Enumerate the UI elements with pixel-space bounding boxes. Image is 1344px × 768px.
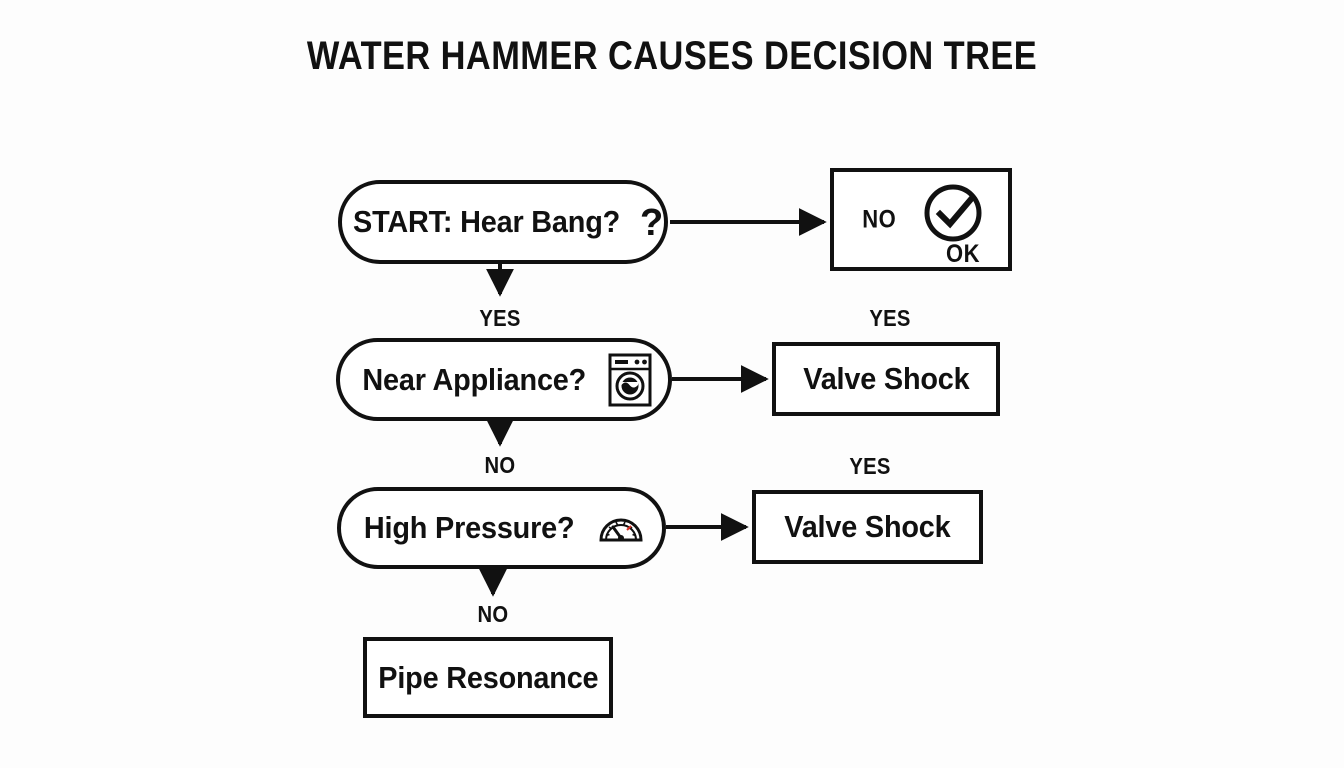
node-pipe-resonance[interactable]: Pipe Resonance (363, 637, 613, 718)
gauge-icon (595, 502, 647, 554)
node-start-hear-bang[interactable]: START: Hear Bang? ? (338, 180, 668, 264)
node-near-appliance[interactable]: Near Appliance? (336, 338, 672, 421)
washing-machine-icon (606, 352, 654, 408)
edge-label-start-yes: YES (479, 305, 521, 331)
edge-label-appliance-no: NO (484, 452, 516, 478)
question-mark-icon: ? (639, 202, 664, 244)
edge-label-pressure-yes: YES (849, 453, 891, 479)
node-start-label: START: Hear Bang? (352, 204, 620, 239)
edge-label-start-no: NO (862, 205, 897, 233)
node-ok-label: OK (946, 240, 980, 268)
node-valve-shock-appliance[interactable]: Valve Shock (772, 342, 1000, 416)
page-title: WATER HAMMER CAUSES DECISION TREE (306, 34, 1038, 78)
node-valve-shock-pressure[interactable]: Valve Shock (752, 490, 983, 564)
node-valve-shock-pressure-label: Valve Shock (784, 509, 951, 544)
check-circle-icon (920, 180, 986, 251)
node-pipe-resonance-label: Pipe Resonance (377, 659, 599, 695)
node-high-pressure-label: High Pressure? (364, 510, 575, 545)
edge-label-pressure-no: NO (477, 601, 509, 627)
node-near-appliance-label: Near Appliance? (362, 361, 586, 397)
node-valve-shock-appliance-label: Valve Shock (802, 361, 970, 396)
node-high-pressure[interactable]: High Pressure? (337, 487, 666, 569)
node-ok-result[interactable]: NO OK (830, 168, 1012, 271)
edge-label-appliance-yes: YES (869, 305, 911, 331)
